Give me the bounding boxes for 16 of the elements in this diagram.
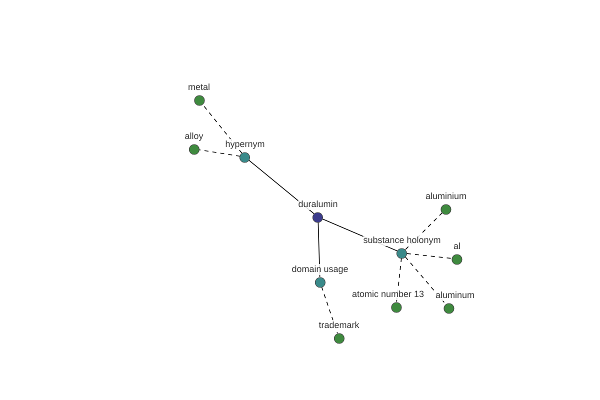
node-label: domain usage [292, 264, 348, 275]
node-label: atomic number 13 [352, 289, 424, 300]
node-label: alloy [184, 131, 204, 142]
node-label: hypernym [225, 139, 265, 150]
node-label: metal [188, 82, 210, 93]
node-label: aluminum [436, 290, 474, 301]
connector-line [406, 253, 452, 259]
node-label: substance holonym [363, 235, 441, 246]
node-label: al [453, 241, 460, 252]
connector-line [321, 286, 338, 334]
connector-line [404, 256, 446, 305]
connector-line [202, 104, 242, 154]
connector-line [198, 149, 240, 157]
node-label: duralumin [298, 199, 338, 210]
node-label: trademark [318, 320, 360, 331]
node-label: aluminium [426, 191, 466, 202]
